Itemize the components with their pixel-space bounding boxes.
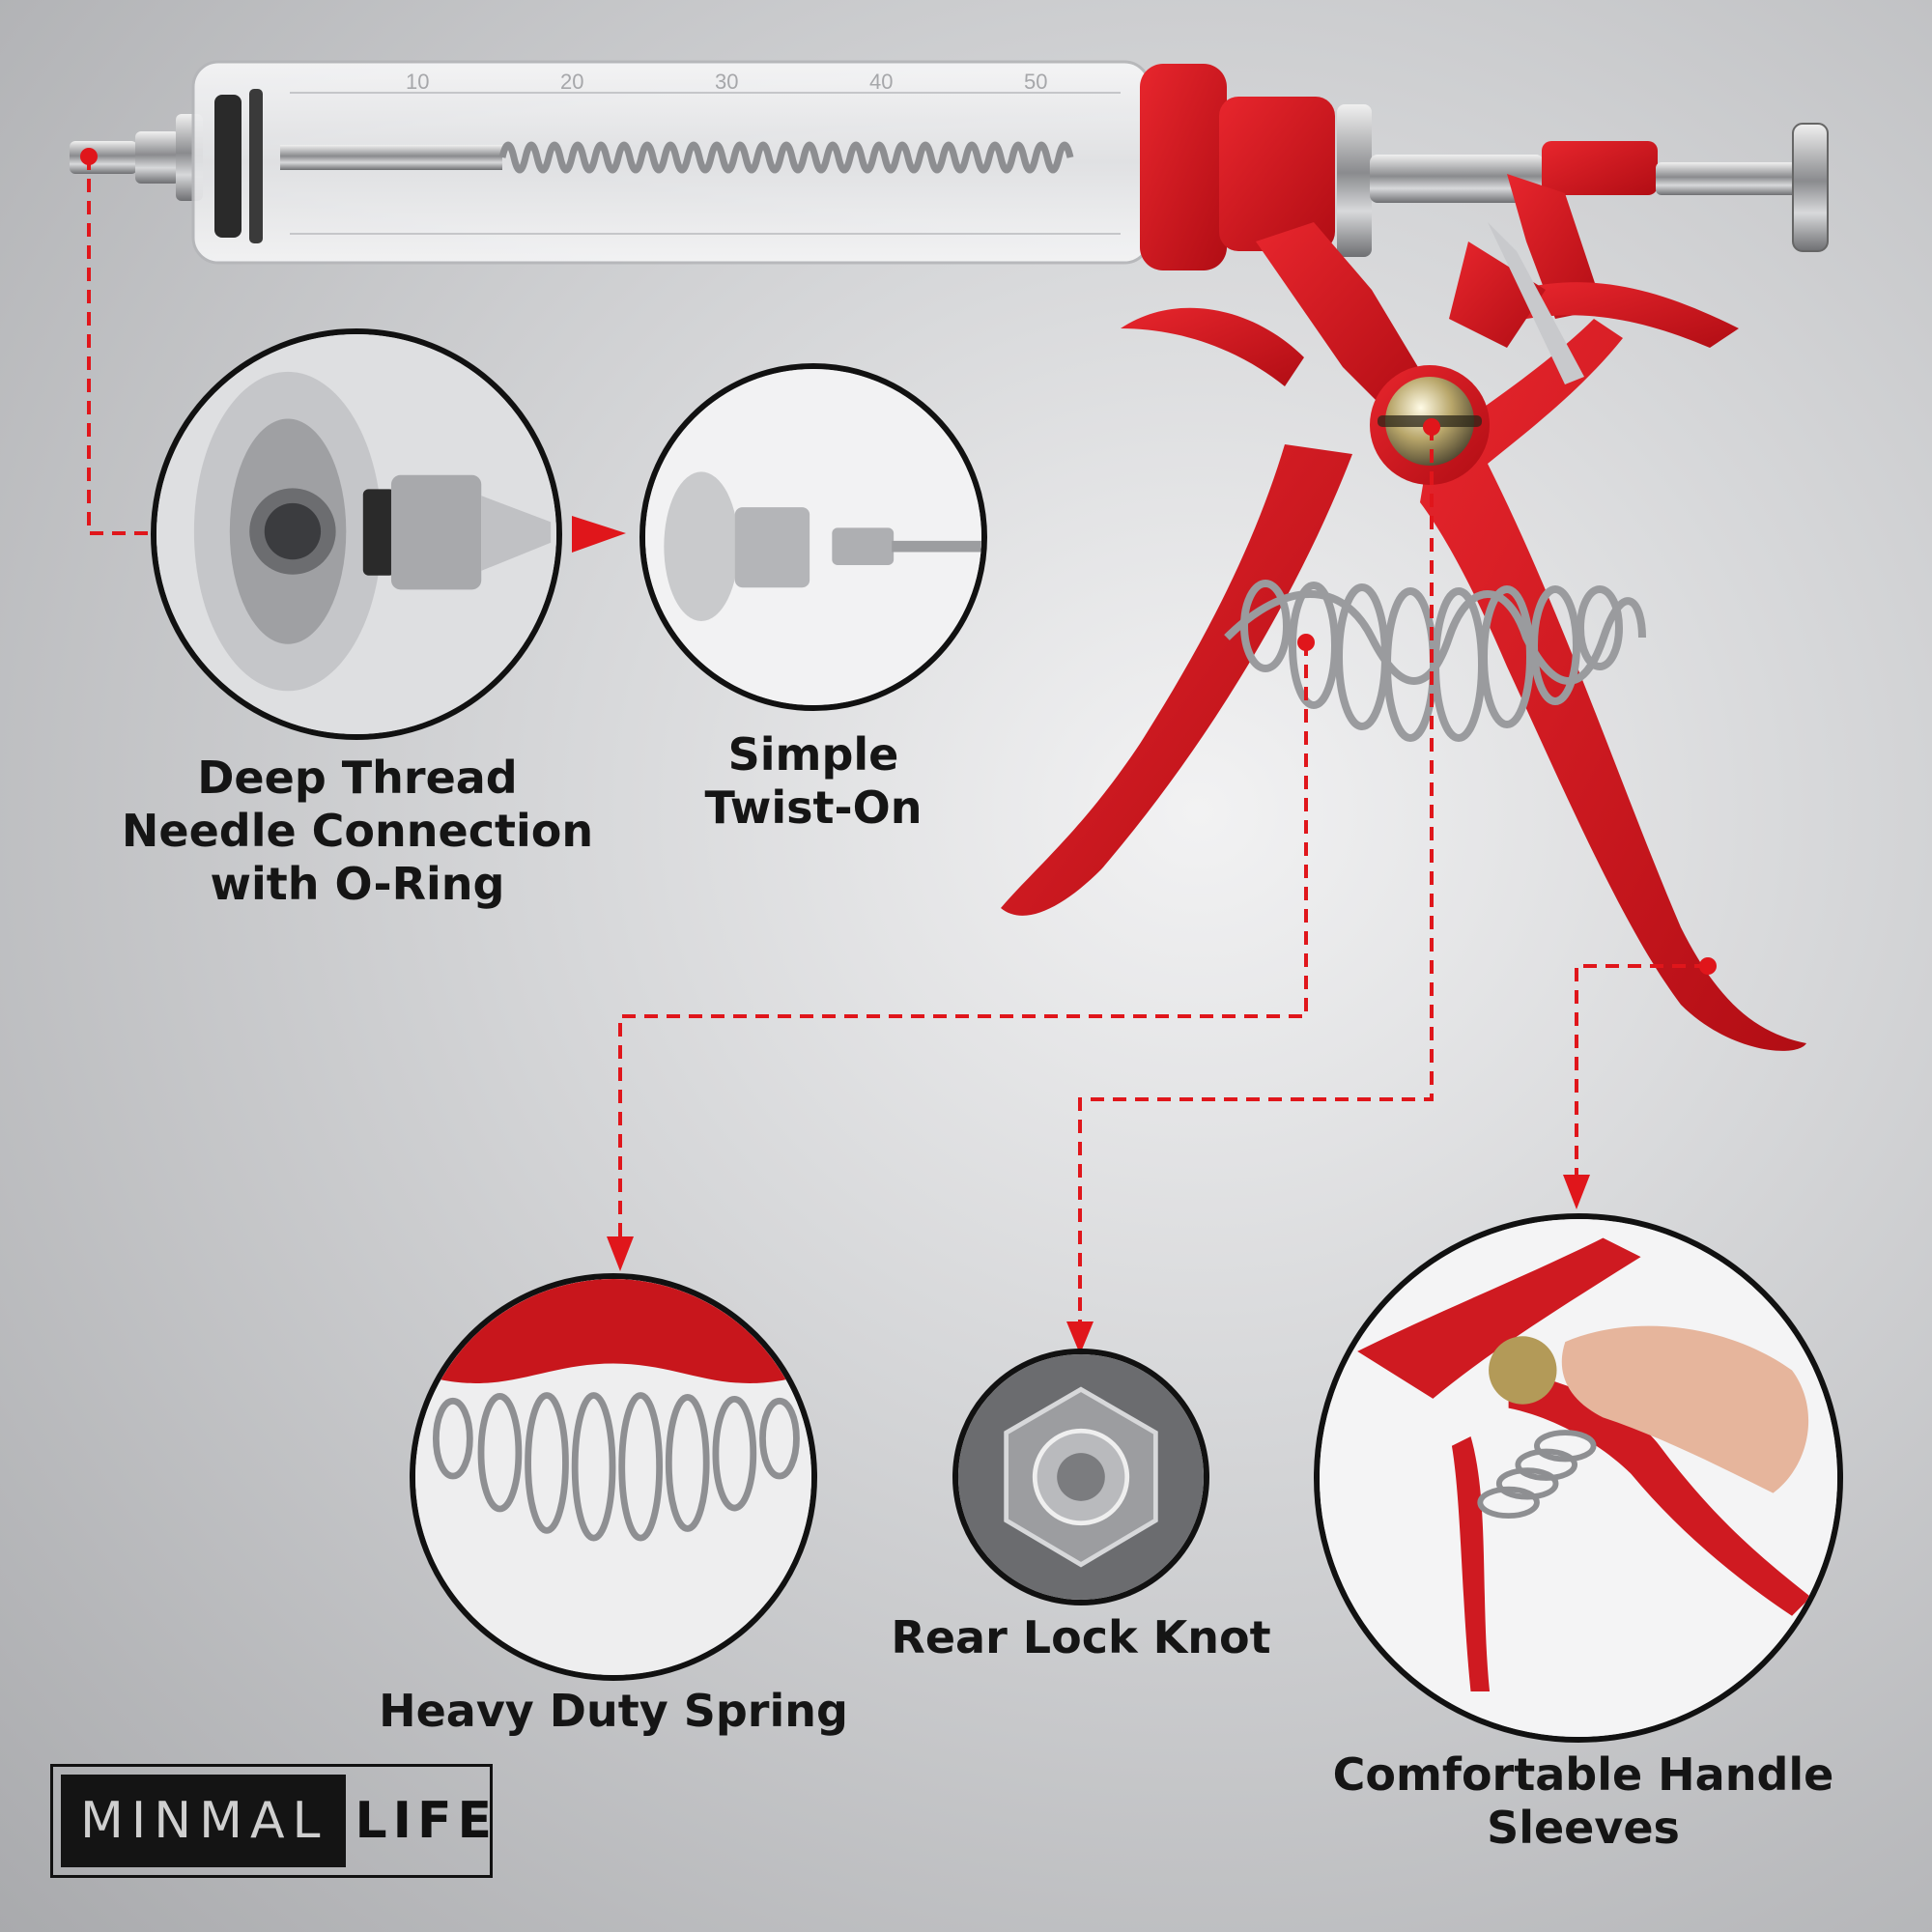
needle-tip bbox=[70, 114, 203, 201]
barrel-scale-number: 40 bbox=[869, 70, 893, 94]
brand-logo: MINMAL LIFE bbox=[50, 1764, 493, 1878]
label-needle-connection: Deep Thread Needle Connection with O-Rin… bbox=[87, 752, 628, 912]
label-rear-lock-knot: Rear Lock Knot bbox=[846, 1611, 1316, 1664]
barrel-scale-number: 20 bbox=[560, 70, 583, 94]
label-line: Twist-On bbox=[704, 781, 923, 835]
callout-handle-sleeves bbox=[1314, 1213, 1843, 1743]
barrel-scale: 10 20 30 40 50 bbox=[406, 70, 1047, 94]
inner-spring bbox=[498, 141, 1074, 174]
label-line: Simple bbox=[727, 728, 899, 781]
label-handle-sleeves: Comfortable Handle Sleeves bbox=[1308, 1748, 1859, 1855]
label-line: Needle Connection bbox=[121, 805, 594, 858]
label-twist-on: Simple Twist-On bbox=[630, 728, 997, 835]
glass-barrel bbox=[191, 60, 1151, 265]
front-cap bbox=[1140, 64, 1335, 270]
callout-twist-on bbox=[639, 363, 987, 711]
barrel-scale-number: 50 bbox=[1024, 70, 1047, 94]
label-line: with O-Ring bbox=[210, 858, 505, 911]
handle-body bbox=[1001, 174, 1806, 1051]
metal-collar bbox=[1337, 104, 1829, 257]
label-line: Rear Lock Knot bbox=[891, 1611, 1271, 1663]
label-line: Heavy Duty Spring bbox=[379, 1685, 848, 1737]
barrel-scale-number: 10 bbox=[406, 70, 429, 94]
callout-heavy-duty-spring bbox=[410, 1273, 817, 1681]
label-heavy-duty-spring: Heavy Duty Spring bbox=[348, 1685, 879, 1738]
callout-needle-connection bbox=[151, 328, 562, 740]
label-line: Sleeves bbox=[1487, 1802, 1680, 1855]
barrel-scale-number: 30 bbox=[715, 70, 738, 94]
logo-right-text: LIFE bbox=[355, 1792, 498, 1850]
logo-left-text: MINMAL bbox=[61, 1775, 346, 1867]
callout-rear-lock-knot bbox=[952, 1349, 1209, 1605]
label-line: Deep Thread bbox=[197, 752, 518, 804]
label-line: Comfortable Handle bbox=[1332, 1748, 1834, 1801]
